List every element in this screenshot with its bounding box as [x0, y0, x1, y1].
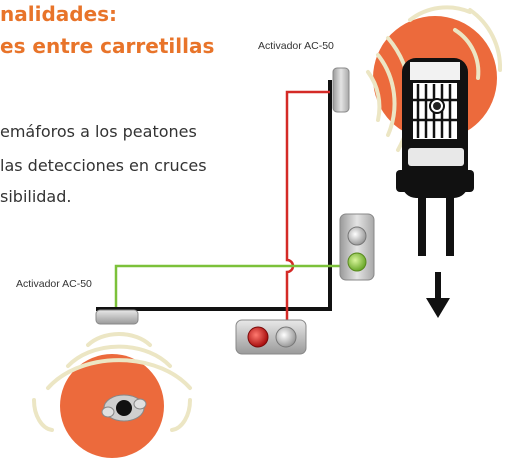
traffic-light-vertical-top-lamp [347, 226, 367, 246]
heading-line-1: nalidades: [0, 2, 118, 26]
red-signal-wire [285, 90, 330, 320]
body-text-line-2: las detecciones en cruces [0, 156, 207, 175]
main-cable [96, 80, 332, 311]
traffic-light-horizontal-red-lamp [247, 326, 269, 348]
heading-line-2: es entre carretillas [0, 34, 215, 58]
green-signal-wire [114, 264, 350, 307]
forklift-waves [408, 5, 503, 80]
activator-label-top: Activador AC-50 [258, 40, 334, 52]
traffic-light-horizontal [235, 319, 307, 355]
activator-sensor-top [332, 67, 350, 113]
forklift-icon [396, 58, 474, 256]
arrow-down-icon [426, 272, 450, 318]
traffic-light-vertical [339, 213, 375, 281]
body-text-line-3: sibilidad. [0, 187, 72, 206]
body-text-line-1: emáforos a los peatones [0, 122, 197, 141]
pedestrian-waves [31, 331, 193, 432]
activator-sensor-left [95, 309, 139, 325]
traffic-light-vertical-green-lamp [347, 252, 367, 272]
pedestrian-icon [101, 394, 147, 422]
traffic-light-horizontal-off-lamp [275, 326, 297, 348]
activator-label-left: Activador AC-50 [16, 278, 92, 290]
